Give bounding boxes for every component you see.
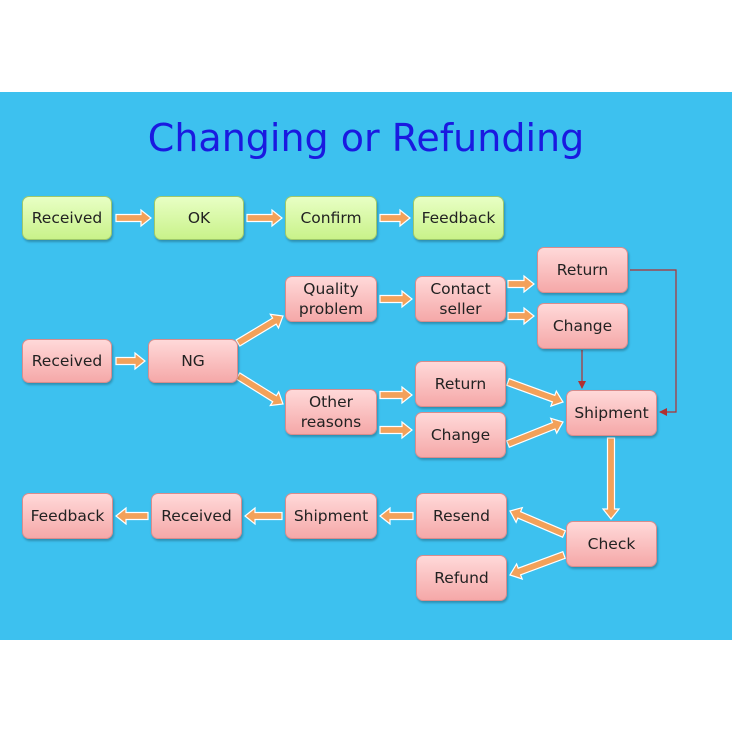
refund-node: Refund bbox=[416, 555, 507, 601]
slide-title: Changing or Refunding bbox=[147, 116, 585, 160]
other-reasons-node: Other reasons bbox=[285, 389, 377, 435]
quality-problem-node: Quality problem bbox=[285, 276, 377, 322]
ok-feedback-node: Feedback bbox=[413, 196, 504, 240]
resend-node: Resend bbox=[416, 493, 507, 539]
confirm-node: Confirm bbox=[285, 196, 377, 240]
change-top-node: Change bbox=[537, 303, 628, 349]
received-bottom-node: Received bbox=[151, 493, 242, 539]
change-mid-node: Change bbox=[415, 412, 506, 458]
return-mid-node: Return bbox=[415, 361, 506, 407]
return-top-node: Return bbox=[537, 247, 628, 293]
check-node: Check bbox=[566, 521, 657, 567]
ok-node: OK bbox=[154, 196, 244, 240]
ng-received-node: Received bbox=[22, 339, 112, 383]
ok-received-node: Received bbox=[22, 196, 112, 240]
feedback-bottom-node: Feedback bbox=[22, 493, 113, 539]
contact-seller-node: Contact seller bbox=[415, 276, 506, 322]
shipment-bottom-node: Shipment bbox=[285, 493, 377, 539]
ng-node: NG bbox=[148, 339, 238, 383]
shipment-right-node: Shipment bbox=[566, 390, 657, 436]
